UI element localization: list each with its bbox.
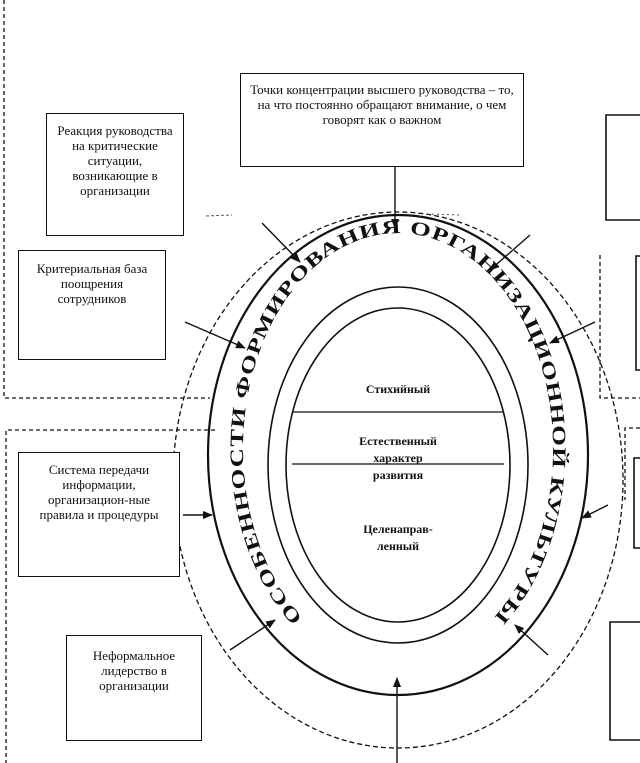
mode-purposeful-1: Целенаправ- bbox=[363, 522, 433, 536]
ring-title: ОСОБЕННОСТИ ФОРМИРОВАНИЯ ОРГАНИЗАЦИОННОЙ… bbox=[227, 217, 570, 628]
arrow-upper-left bbox=[261, 222, 301, 263]
factor-system-text: Система передачи информации, организацио… bbox=[39, 462, 159, 522]
factor-box-system: Система передачи информации, организацио… bbox=[18, 452, 180, 577]
group-frame-right-top bbox=[599, 255, 640, 399]
partial-box-right-1 bbox=[605, 114, 640, 221]
arrow-mid-left bbox=[184, 321, 246, 349]
partial-box-right-4 bbox=[609, 621, 640, 741]
arrow-lower-left bbox=[229, 619, 276, 651]
group-frame-right-bottom bbox=[624, 427, 640, 500]
partial-box-right-3 bbox=[633, 457, 640, 549]
group-frame-top-left bbox=[3, 0, 210, 399]
mode-spontaneous: Стихийный bbox=[366, 382, 430, 396]
factor-top-management-text: Точки концентрации высшего руководства –… bbox=[250, 82, 514, 127]
factor-box-leadership: Неформальное лидерство в организации bbox=[66, 635, 202, 741]
arrow-right-lower bbox=[581, 504, 609, 519]
factor-box-criteria: Критериальная база поощрения сотрудников bbox=[18, 250, 166, 360]
arrow-upper-right bbox=[489, 234, 531, 271]
arrow-mid-right bbox=[549, 321, 596, 344]
factor-leadership-text: Неформальное лидерство в организации bbox=[92, 648, 176, 693]
mode-purposeful-2: ленный bbox=[377, 539, 419, 553]
mode-natural-2: характер bbox=[373, 451, 423, 465]
scan-mark-left bbox=[205, 214, 233, 217]
mode-natural-1: Естественный bbox=[359, 434, 437, 448]
scan-mark-right bbox=[426, 213, 461, 216]
factor-box-top-management: Точки концентрации высшего руководства –… bbox=[240, 73, 524, 167]
factor-reaction-text: Реакция руководства на критические ситуа… bbox=[57, 123, 173, 198]
title-ring-outer bbox=[206, 213, 590, 697]
modes-ellipse bbox=[285, 307, 511, 623]
outer-dashed-ellipse bbox=[172, 211, 624, 749]
factor-criteria-text: Критериальная база поощрения сотрудников bbox=[36, 261, 148, 306]
title-ring-inner bbox=[267, 286, 529, 644]
factor-box-reaction: Реакция руководства на критические ситуа… bbox=[46, 113, 184, 236]
mode-natural-3: развития bbox=[373, 468, 424, 482]
group-frame-bottom-left bbox=[5, 429, 215, 763]
arrow-lower-right bbox=[514, 624, 549, 656]
partial-box-right-2 bbox=[635, 255, 640, 371]
